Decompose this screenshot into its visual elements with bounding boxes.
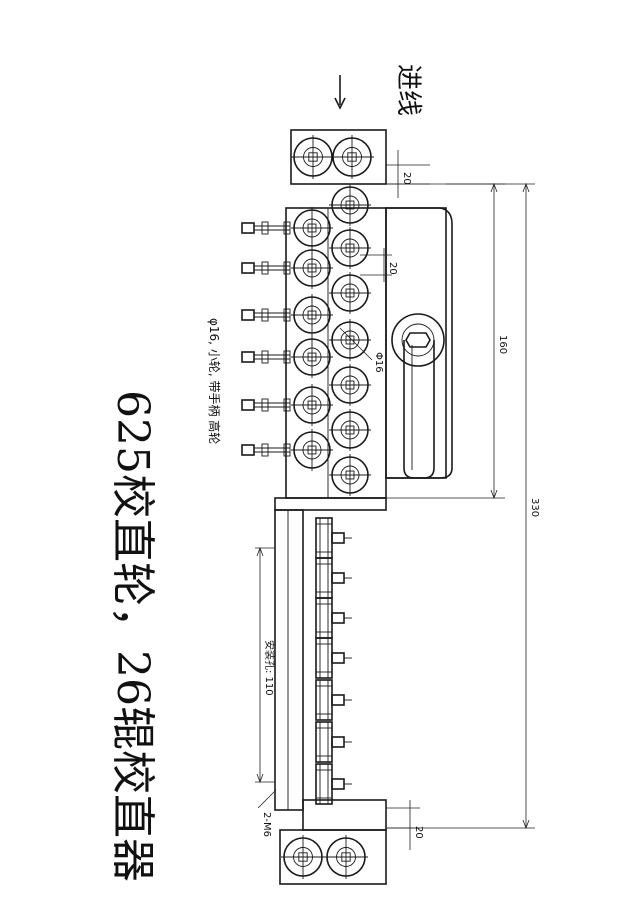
outer-roller: [329, 184, 371, 226]
outer-roller-column: [329, 184, 371, 496]
outer-roller: [329, 409, 371, 451]
inner-roller: [291, 207, 333, 249]
outer-roller: [329, 319, 371, 361]
inner-roller: [291, 384, 333, 426]
adjusting-bolt: [241, 261, 291, 275]
adjusting-bolt: [241, 308, 291, 322]
dim-height-160: 160: [497, 335, 508, 354]
pulley: [315, 721, 352, 763]
outer-roller: [329, 364, 371, 406]
drawing-title: 625校直轮，26辊校直器: [107, 390, 158, 882]
pulley: [315, 637, 352, 679]
hole-callout: [339, 327, 373, 361]
bearing-note: φ16, 小轮, 带手柄 高轮: [207, 318, 222, 444]
lower-frame: [274, 497, 387, 831]
inner-roller: [291, 247, 333, 289]
inner-roller: [291, 336, 333, 378]
pulley-stack: [315, 517, 352, 805]
inner-roller-column: [291, 207, 333, 471]
bottom-feed-block: [279, 829, 387, 885]
bolt-label: 2-M6: [261, 812, 272, 837]
adjusting-bolt: [241, 221, 291, 235]
inner-roller: [291, 429, 333, 471]
inner-roller: [291, 294, 333, 336]
dim-roller-pitch-20: 20: [387, 262, 398, 275]
dimension-lines: [255, 150, 535, 850]
handle-wheel: [391, 313, 445, 367]
adjusting-bolt: [241, 350, 291, 364]
adjusting-bolts: [241, 221, 291, 457]
feed-label: 进线: [393, 64, 423, 116]
dim-bottom-20: 20: [413, 826, 424, 839]
outer-roller: [329, 227, 371, 269]
dim-top-20: 20: [401, 172, 412, 185]
mount-holes-label: 安装孔: 110: [263, 640, 276, 696]
outer-roller: [329, 272, 371, 314]
feed-wheel: [324, 835, 368, 879]
pulley: [315, 679, 352, 721]
dim-total-330: 330: [529, 498, 540, 517]
outer-roller: [329, 454, 371, 496]
feed-wheel: [291, 135, 335, 179]
top-feed-block: [290, 129, 387, 185]
feed-wheel: [330, 135, 374, 179]
pulley: [315, 763, 352, 805]
pulley: [315, 517, 352, 559]
feed-arrow: [334, 75, 346, 110]
adjusting-bolt: [241, 398, 291, 412]
hole-label: Φ16: [373, 352, 384, 373]
adjusting-bolt: [241, 443, 291, 457]
pulley: [315, 557, 352, 599]
pulley: [315, 597, 352, 639]
feed-wheel: [281, 835, 325, 879]
